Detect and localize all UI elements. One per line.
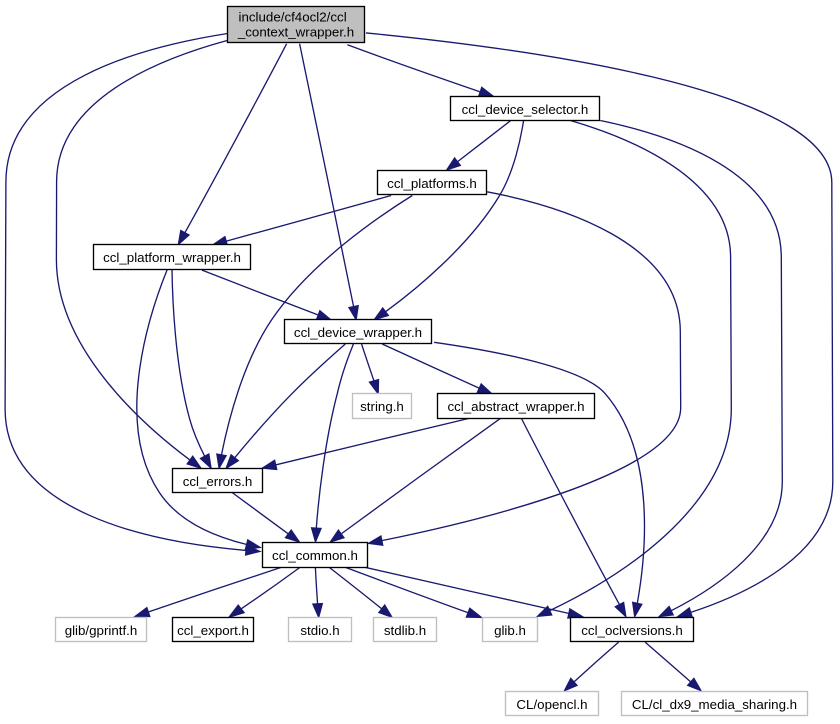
node-box-ccl-common-h[interactable] [261,541,369,569]
edge-ccl-platform-wrapper-h-to-ccl-errors-h [171,269,212,470]
node-box-glib-h [481,616,539,643]
node-label-ccl-errors-h: ccl_errors.h [183,474,253,489]
node-label-ccl-platforms-h: ccl_platforms.h [387,176,477,191]
node-label-ccl-abstract-wrapper-h: ccl_abstract_wrapper.h [447,399,584,414]
node-ccl-errors-h[interactable]: ccl_errors.h [171,467,264,494]
node-ccl-oclversions-h[interactable]: ccl_oclversions.h [569,616,695,643]
edge-ccl-device-wrapper-h-to-ccl-oclversions-h [434,341,646,619]
edge-ccl-common-h-to-stdlib-h [329,567,394,619]
node-label-ccl-common-h: ccl_common.h [272,548,358,563]
edge-include-cf4ocl2-ccl-context-wrapper-h-to-ccl-errors-h [55,39,228,470]
edge-ccl-abstract-wrapper-h-to-ccl-oclversions-h [520,418,627,619]
node-glib-h: glib.h [481,616,539,643]
node-cl-opencl-h: CL/opencl.h [504,690,600,717]
edge-ccl-common-h-to-ccl-export-h [227,567,300,619]
node-ccl-device-selector-h[interactable]: ccl_device_selector.h [449,95,601,122]
node-label-stdlib-h: stdlib.h [384,623,426,638]
edge-ccl-oclversions-h-to-cl-opencl-h [563,641,620,693]
edge-ccl-abstract-wrapper-h-to-ccl-common-h [328,417,502,544]
node-label-include-cf4ocl2-ccl-context-wrapper-h-line2: _context_wrapper.h [237,24,354,39]
node-label-include-cf4ocl2-ccl-context-wrapper-h-line1: include/cf4ocl2/ccl [239,10,347,25]
node-box-string-h [351,392,413,420]
edge-ccl-platform-wrapper-h-to-ccl-common-h [136,269,263,550]
edge-ccl-errors-h-to-ccl-common-h [231,491,301,544]
node-ccl-common-h[interactable]: ccl_common.h [261,541,369,569]
node-include-cf4ocl2-ccl-context-wrapper-h: include/cf4ocl2/ccl_context_wrapper.h [226,5,366,44]
node-label-glib-h: glib.h [494,623,526,638]
node-ccl-device-wrapper-h[interactable]: ccl_device_wrapper.h [283,318,433,345]
edge-ccl-device-selector-h-to-ccl-device-wrapper-h [372,120,525,321]
edge-ccl-device-wrapper-h-to-string-h [360,343,380,396]
node-label-cl-cl-dx9-media-sharing-h: CL/cl_dx9_media_sharing.h [632,697,797,712]
node-ccl-abstract-wrapper-h[interactable]: ccl_abstract_wrapper.h [436,392,596,420]
node-box-ccl-device-selector-h[interactable] [449,95,601,122]
node-box-include-cf4ocl2-ccl-context-wrapper-h [226,5,366,44]
node-glib-gprintf-h: glib/gprintf.h [54,616,148,643]
edge-ccl-common-h-to-glib-h [344,566,484,619]
edge-include-cf4ocl2-ccl-context-wrapper-h-to-ccl-device-wrapper-h [298,43,360,322]
node-label-ccl-device-wrapper-h: ccl_device_wrapper.h [294,325,422,340]
node-label-cl-opencl-h: CL/opencl.h [516,697,587,712]
node-label-ccl-export-h: ccl_export.h [177,623,249,638]
edge-ccl-common-h-to-ccl-oclversions-h [364,566,585,619]
edge-include-cf4ocl2-ccl-context-wrapper-h-to-ccl-oclversions-h [365,32,834,618]
node-box-ccl-oclversions-h[interactable] [569,616,695,643]
node-box-cl-cl-dx9-media-sharing-h [620,690,809,717]
node-ccl-platform-wrapper-h[interactable]: ccl_platform_wrapper.h [92,243,252,271]
edge-ccl-common-h-to-glib-gprintf-h [133,566,282,618]
edge-ccl-common-h-to-stdio-h [311,567,324,620]
edge-ccl-platforms-h-to-ccl-common-h [366,191,682,546]
edge-ccl-platforms-h-to-ccl-errors-h [216,194,413,471]
node-stdlib-h: stdlib.h [372,616,438,643]
node-label-ccl-device-selector-h: ccl_device_selector.h [462,102,589,117]
node-box-ccl-platform-wrapper-h[interactable] [92,243,252,271]
node-label-ccl-oclversions-h: ccl_oclversions.h [581,623,682,638]
node-cl-cl-dx9-media-sharing-h: CL/cl_dx9_media_sharing.h [620,690,809,717]
node-box-ccl-platforms-h[interactable] [376,169,488,196]
node-ccl-export-h[interactable]: ccl_export.h [171,616,255,643]
edge-ccl-device-selector-h-to-ccl-platforms-h [445,119,512,172]
edge-include-cf4ocl2-ccl-context-wrapper-h-to-ccl-platform-wrapper-h [177,43,288,247]
node-box-cl-opencl-h [504,690,600,717]
edge-ccl-oclversions-h-to-cl-cl-dx9-media-sharing-h [644,641,703,692]
node-box-ccl-abstract-wrapper-h[interactable] [436,392,596,420]
node-label-glib-gprintf-h: glib/gprintf.h [65,623,138,638]
edge-ccl-platforms-h-to-ccl-platform-wrapper-h [211,194,392,247]
edge-ccl-device-wrapper-h-to-ccl-errors-h [224,343,346,470]
node-string-h: string.h [351,392,413,420]
edge-ccl-device-wrapper-h-to-ccl-common-h [310,343,355,544]
node-box-stdlib-h [372,616,438,643]
node-box-ccl-errors-h[interactable] [171,467,264,494]
node-label-ccl-platform-wrapper-h: ccl_platform_wrapper.h [103,250,241,265]
node-box-glib-gprintf-h [54,616,148,643]
node-label-stdio-h: stdio.h [300,623,339,638]
edge-ccl-device-selector-h-to-ccl-oclversions-h [600,119,783,618]
node-box-stdio-h [287,616,353,643]
node-box-ccl-device-wrapper-h[interactable] [283,318,433,345]
node-ccl-platforms-h[interactable]: ccl_platforms.h [376,169,488,196]
node-box-ccl-export-h[interactable] [171,616,255,643]
edge-ccl-abstract-wrapper-h-to-ccl-errors-h [260,417,471,471]
node-stdio-h: stdio.h [287,616,353,643]
node-label-string-h: string.h [360,399,404,414]
